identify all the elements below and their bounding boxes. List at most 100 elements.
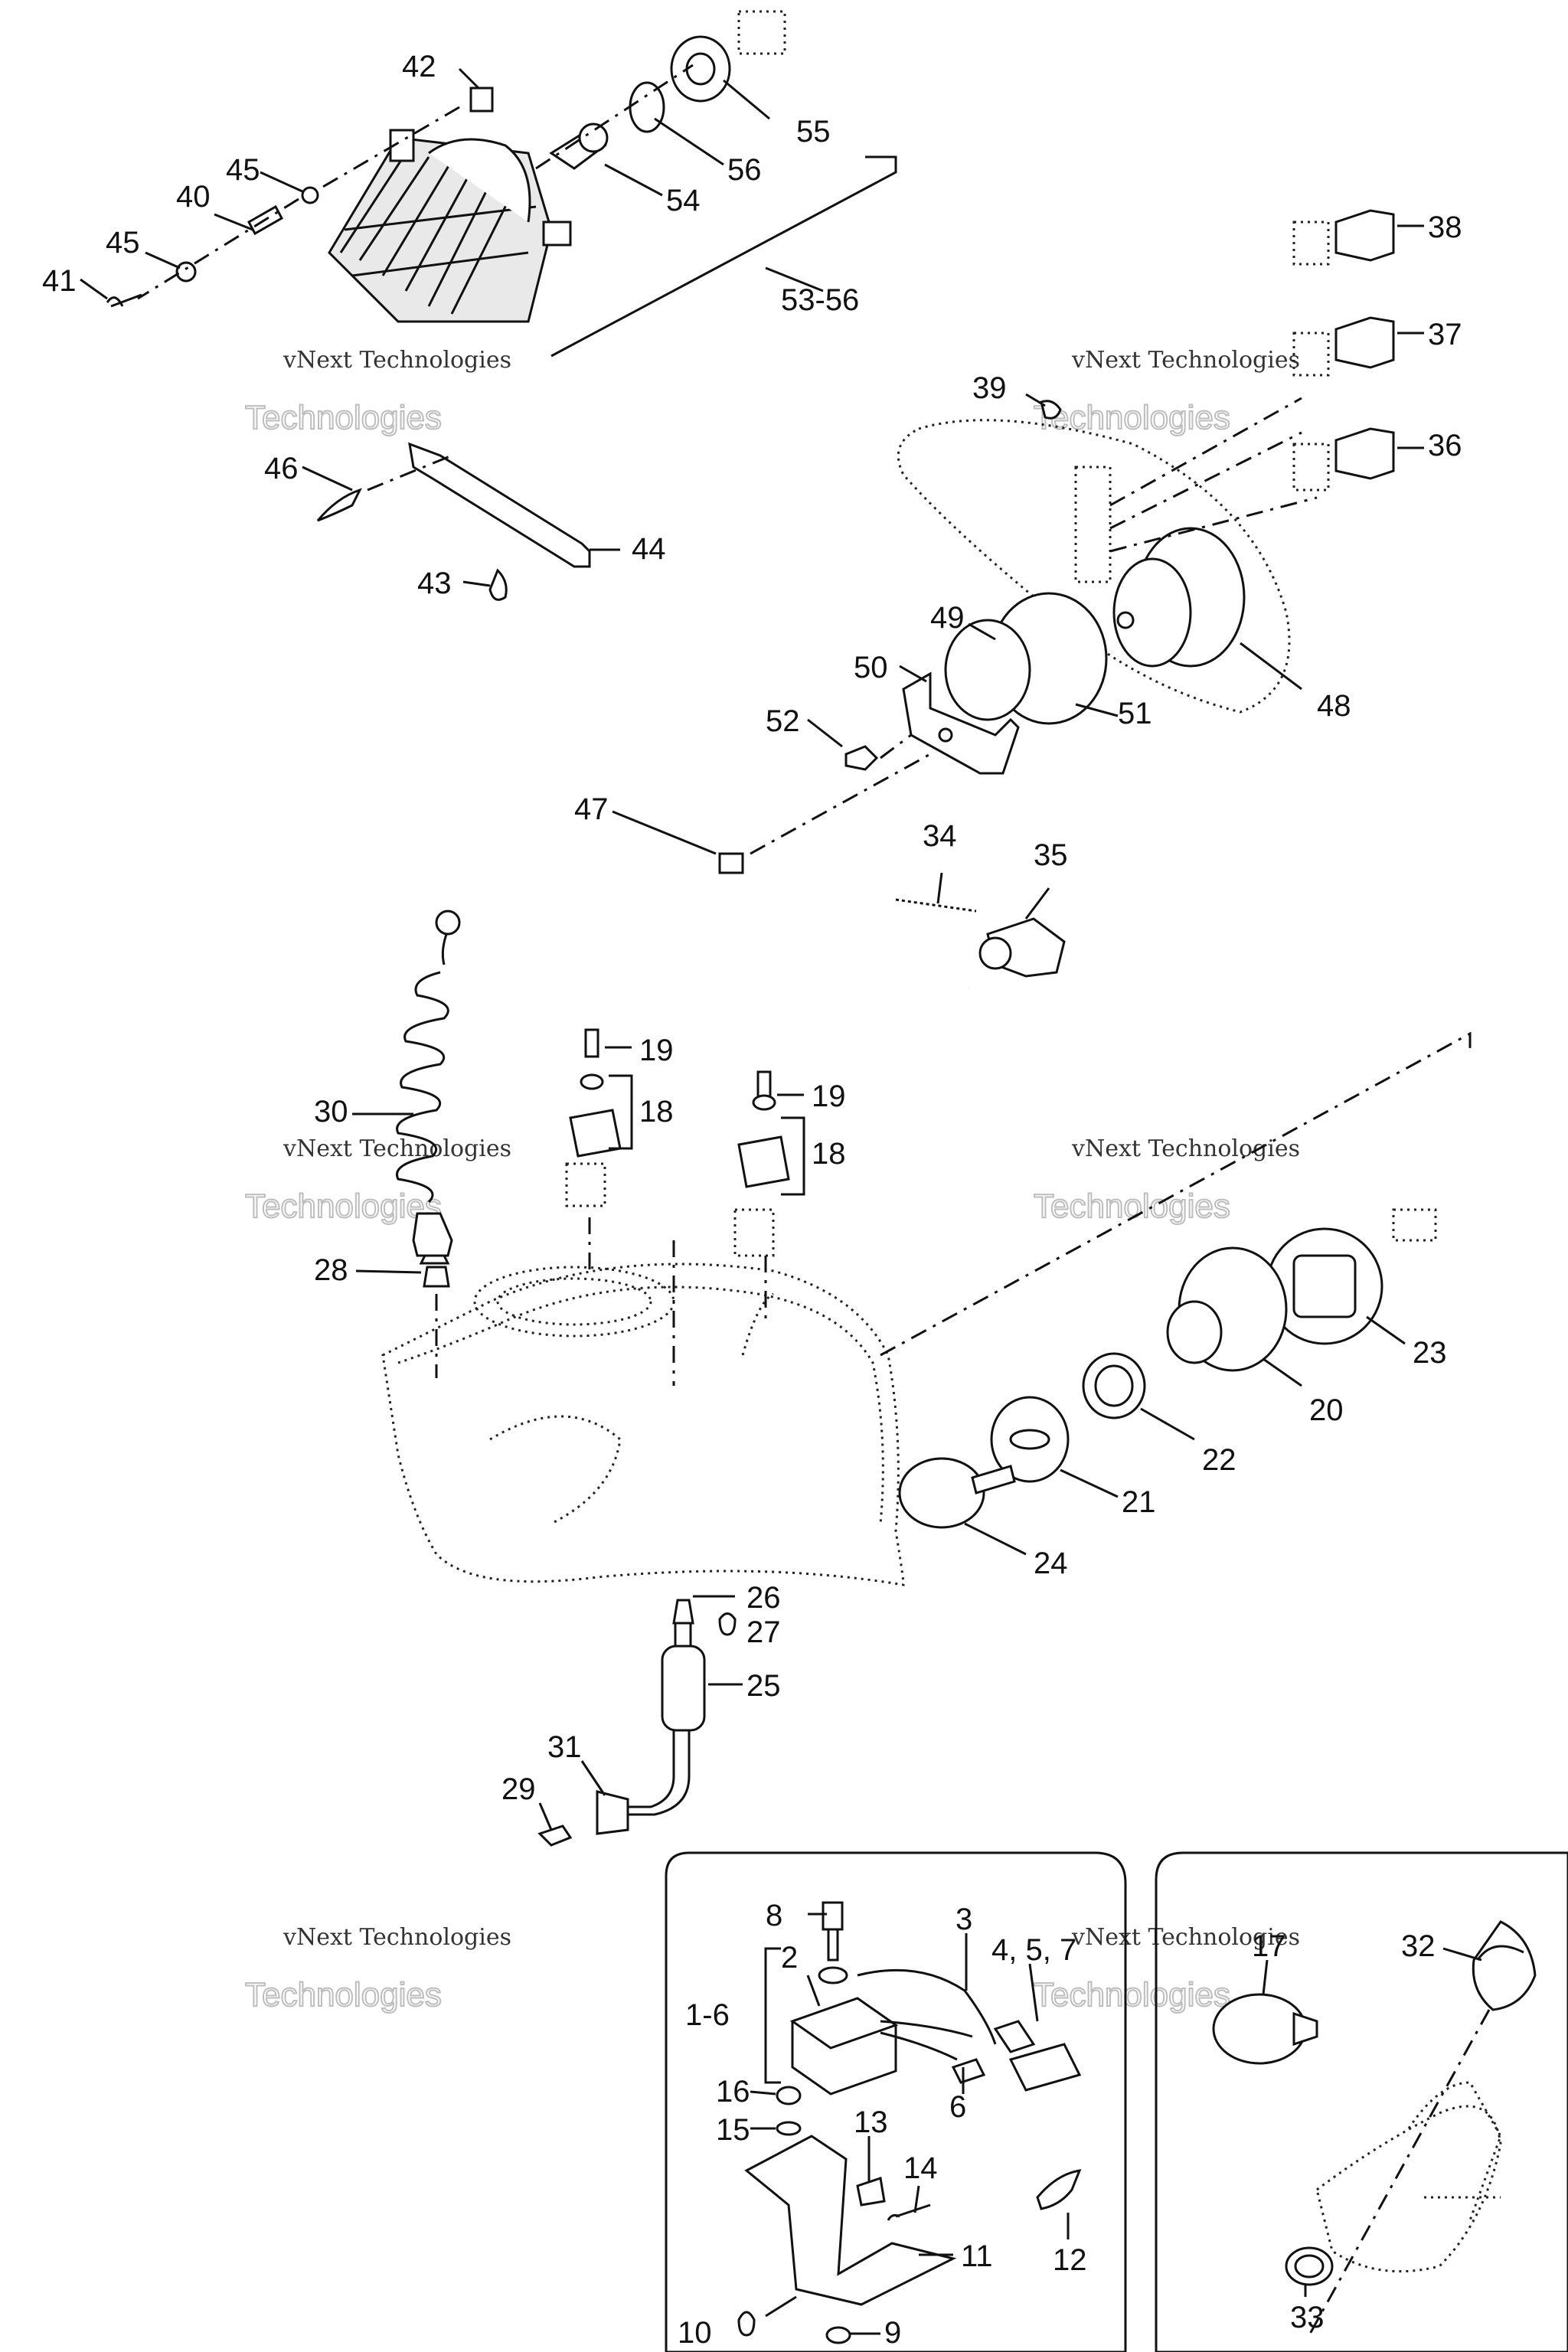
bulb-connector-outline	[737, 10, 786, 55]
callout-47: 47	[574, 792, 609, 826]
washer	[301, 186, 319, 204]
sensor-body	[661, 1645, 706, 1732]
leader-line	[807, 718, 843, 748]
speedo-cable	[659, 860, 970, 1027]
tether-clip	[441, 929, 449, 965]
leader-line	[612, 810, 717, 855]
callout-56: 56	[727, 153, 762, 187]
leader-line	[936, 872, 943, 904]
console-outline-inner	[397, 1285, 884, 1524]
leader-line	[302, 466, 353, 492]
callout-50: 50	[854, 651, 888, 684]
leader-line	[654, 117, 724, 166]
headlight-reflector	[428, 138, 531, 223]
assembly-axis	[137, 106, 460, 300]
callout-45: 45	[226, 153, 260, 187]
leader-line	[604, 163, 663, 197]
gauge-bracket	[902, 671, 1020, 775]
callout-14: 14	[903, 2151, 938, 2185]
assembly-axis	[750, 753, 931, 855]
rocker-switch	[1334, 427, 1395, 480]
callout-31: 31	[547, 1730, 582, 1764]
key-blade	[971, 1465, 1016, 1494]
callout-1-6: 1-6	[685, 1998, 730, 2032]
fuel-sensor	[537, 1599, 737, 1847]
callout-46: 46	[264, 452, 299, 485]
tether-cap-base	[419, 1254, 450, 1265]
nut	[844, 745, 879, 771]
gauge-stud	[1116, 611, 1135, 629]
callout-33: 33	[1290, 2301, 1325, 2334]
watermark-text: vNext Technologies	[1071, 1924, 1300, 1951]
callout-bracket	[764, 1947, 781, 2084]
switch-group	[1040, 209, 1395, 492]
callout-4-5-7: 4, 5, 7	[991, 1933, 1076, 1967]
switch-terminals	[1292, 332, 1330, 377]
connector	[596, 1790, 629, 1835]
callout-34: 34	[923, 819, 957, 853]
callout-23: 23	[1413, 1336, 1447, 1370]
callout-6: 6	[949, 2090, 966, 2124]
tether-group	[396, 910, 461, 1288]
regulator-wire	[857, 1968, 997, 2045]
callout-53-56: 53-56	[781, 283, 859, 317]
callout-22: 22	[1202, 1443, 1236, 1477]
oil-drop-icon	[718, 1612, 737, 1636]
callout-30: 30	[314, 1095, 348, 1129]
callout-15: 15	[716, 2113, 750, 2147]
bezel-slot	[1009, 1429, 1050, 1450]
callout-labels: 42 55 45 40 56 54 45 41 53-56 38 37 39 3…	[42, 50, 1462, 2350]
bulb-socket	[578, 122, 609, 153]
callout-9: 9	[884, 2316, 901, 2350]
callout-8: 8	[766, 1899, 782, 1932]
toggle-switch	[737, 1135, 790, 1188]
callout-10: 10	[678, 2316, 712, 2350]
connector-pins	[1392, 1208, 1437, 1242]
watermark-text: vNext Technologies	[1071, 1135, 1300, 1162]
switch-terminals	[1292, 220, 1330, 266]
leader-line	[260, 171, 303, 193]
leader-line	[899, 665, 927, 683]
screw	[106, 293, 142, 308]
nut	[488, 568, 508, 601]
assembly-axis	[1308, 2009, 1491, 2336]
console-panel	[381, 1031, 1472, 1586]
callout-44: 44	[632, 532, 666, 566]
regulator-wire	[880, 2020, 973, 2061]
ignition-switch	[898, 1208, 1437, 1529]
retaining-ring-inner	[1294, 2254, 1325, 2278]
leader-line	[580, 1760, 606, 1796]
leader-line	[765, 2295, 797, 2318]
callout-45: 45	[106, 226, 140, 260]
callout-51: 51	[1118, 697, 1152, 730]
callout-12: 12	[1053, 2243, 1087, 2277]
callout-bracket	[781, 1116, 805, 1196]
assembly-axis	[367, 454, 452, 492]
clamp	[856, 2177, 886, 2207]
switch-stack-outline	[1074, 466, 1112, 583]
callout-37: 37	[1428, 318, 1462, 351]
leader-line	[1028, 1963, 1039, 2022]
headlight-assembly	[106, 10, 897, 358]
washer	[175, 261, 197, 283]
nut	[752, 1094, 776, 1111]
leader-line	[1060, 1468, 1119, 1498]
toggle-switches	[565, 1028, 805, 1257]
leader-line	[538, 1802, 553, 1831]
leader-line	[723, 79, 770, 120]
callout-38: 38	[1428, 211, 1462, 244]
leader-line	[765, 266, 824, 292]
switch-axis	[1109, 397, 1318, 553]
callout-55: 55	[796, 115, 831, 149]
toggle-terminals	[733, 1208, 775, 1257]
kit-bracket-line	[550, 155, 897, 358]
gasket	[944, 619, 1031, 721]
tether-cap	[412, 1212, 453, 1257]
leader-line	[964, 1522, 1027, 1556]
ignition-switch-barrel	[1166, 1300, 1223, 1364]
leader-line	[1140, 1407, 1195, 1441]
